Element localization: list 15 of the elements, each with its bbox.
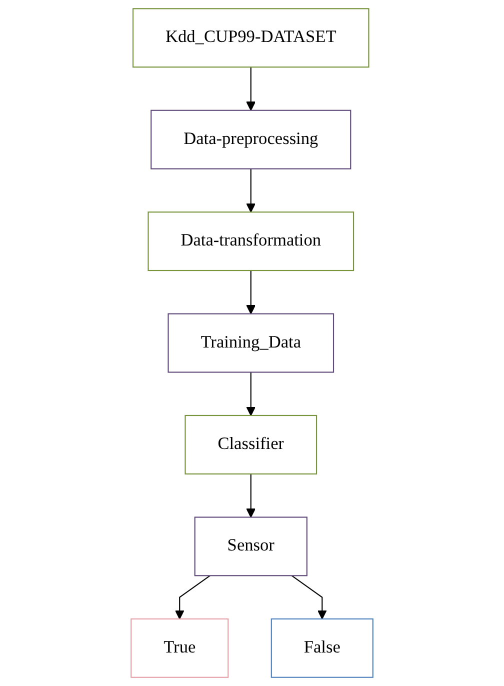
node-box: Sensor: [194, 516, 308, 576]
node-box: Data-transformation: [148, 212, 354, 272]
arrow: [174, 575, 210, 620]
node-box: Classifier: [184, 414, 318, 474]
arrow: [246, 372, 256, 416]
node-box: False: [270, 618, 374, 678]
arrow: [246, 168, 256, 212]
node-box: Training_Data: [168, 313, 334, 373]
arrow: [246, 270, 256, 314]
arrow: [246, 474, 256, 518]
arrow: [292, 575, 327, 620]
node-box: Data-preprocessing: [150, 110, 352, 170]
arrow: [246, 67, 256, 111]
node-box: True: [130, 618, 229, 678]
node-box: Kdd_CUP99-DATASET: [132, 8, 370, 68]
